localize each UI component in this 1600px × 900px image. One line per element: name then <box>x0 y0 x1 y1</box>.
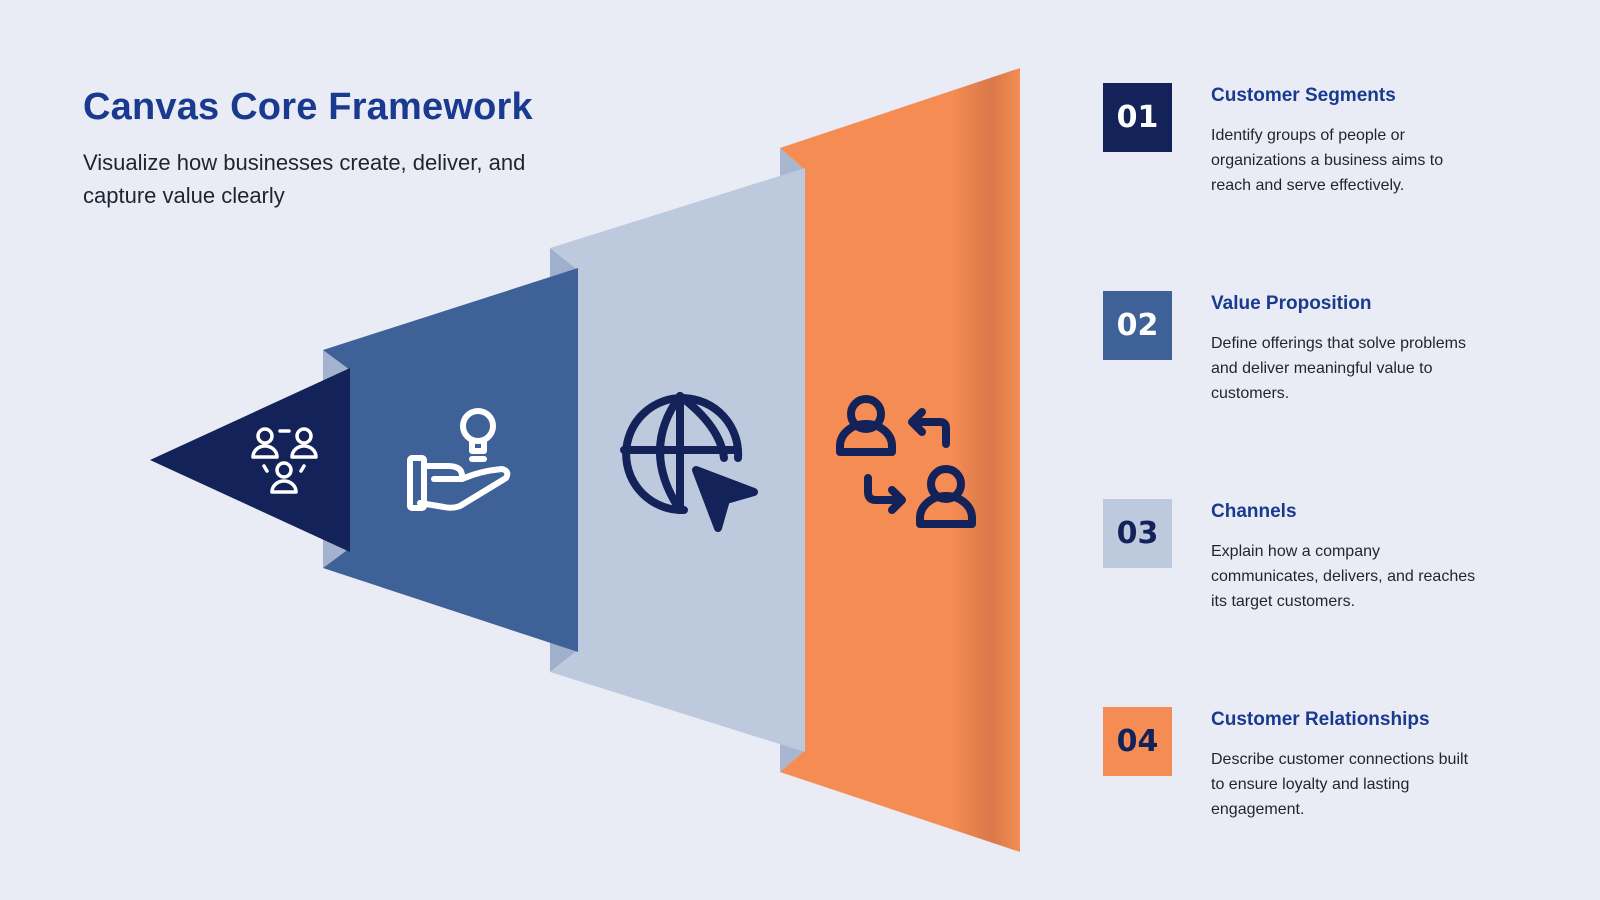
step-description: Define offerings that solve problems and… <box>1211 335 1466 402</box>
layer-customer-segments <box>150 368 350 552</box>
hand-lightbulb-icon <box>407 408 511 511</box>
layer-shape <box>150 368 350 552</box>
step-title: Value Proposition <box>1211 293 1372 314</box>
step-number-badge: 04 <box>1103 707 1172 776</box>
step-number-badge: 03 <box>1103 499 1172 568</box>
step-title: Customer Relationships <box>1211 709 1430 730</box>
layer-customer-relationships <box>780 68 1020 852</box>
globe-cursor-icon <box>620 392 758 532</box>
people-group-icon <box>251 427 318 494</box>
layer-value-proposition <box>323 268 578 652</box>
page-subtitle: Visualize how businesses create, deliver… <box>83 150 526 208</box>
step-title: Customer Segments <box>1211 85 1396 106</box>
page-title: Canvas Core Framework <box>83 86 533 128</box>
step-number-badge: 02 <box>1103 291 1172 360</box>
step-title: Channels <box>1211 501 1297 522</box>
step-description: Explain how a company communicates, deli… <box>1211 543 1476 610</box>
layer-shape <box>323 268 578 652</box>
step-description: Describe customer connections built to e… <box>1211 751 1469 818</box>
layer-shape <box>780 68 1020 852</box>
step-number-badge: 01 <box>1103 83 1172 152</box>
people-exchange-icon <box>836 395 976 528</box>
step-description: Identify groups of people or organizatio… <box>1211 127 1444 194</box>
